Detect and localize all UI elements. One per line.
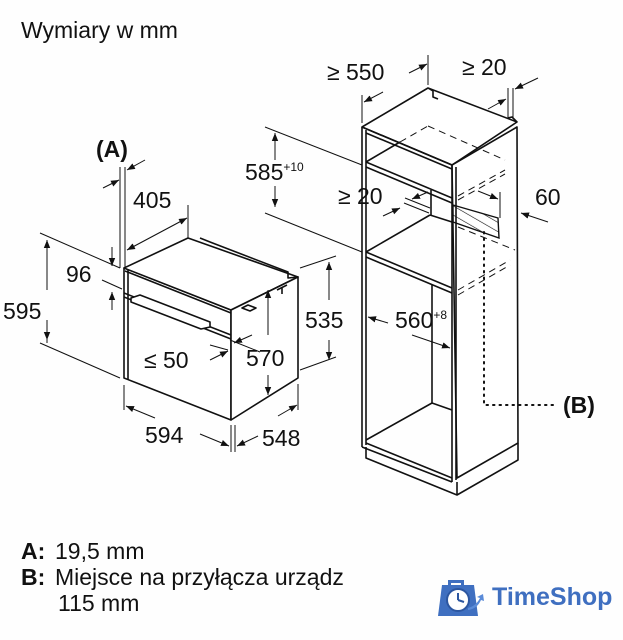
cabinet-dimension-lines — [264, 55, 549, 371]
oven-outline — [123, 237, 299, 421]
page-title: Wymiary w mm — [21, 17, 178, 43]
brand-name: TimeShop — [492, 582, 613, 611]
dim-595: 595 — [3, 298, 41, 324]
dim-405: 405 — [133, 187, 171, 213]
legend-item-a: A:19,5 mm — [21, 538, 145, 564]
legend-item-b: B:Miejsce na przyłącza urządz — [21, 564, 344, 590]
cabinet-hidden-lines — [399, 125, 516, 296]
legend-item-b-continuation: 115 mm — [58, 590, 140, 616]
ventilation-slot — [452, 204, 500, 240]
dim-ge-20-top: ≥ 20 — [462, 54, 507, 80]
dim-ge-20-inner: ≥ 20 — [338, 183, 383, 209]
label-a: (A) — [96, 136, 128, 162]
dim-ge-550: ≥ 550 — [327, 59, 384, 85]
dim-96: 96 — [66, 261, 92, 287]
dim-le-50: ≤ 50 — [144, 347, 189, 373]
cabinet-outline — [361, 87, 519, 496]
oven-dimension-lines — [39, 159, 299, 452]
dim-548: 548 — [262, 425, 300, 451]
dim-585: 585+10 — [245, 159, 304, 185]
clock-bag-icon — [438, 580, 484, 616]
connection-area-path — [483, 231, 556, 406]
timeshop-watermark: TimeShop — [430, 574, 613, 620]
dim-594: 594 — [145, 422, 184, 448]
dim-560: 560+8 — [395, 307, 447, 333]
dim-570: 570 — [246, 345, 284, 371]
dim-60: 60 — [535, 184, 561, 210]
label-b: (B) — [563, 392, 595, 418]
dim-535: 535 — [305, 307, 343, 333]
legend: A:19,5 mm B:Miejsce na przyłącza urządz … — [21, 538, 344, 616]
